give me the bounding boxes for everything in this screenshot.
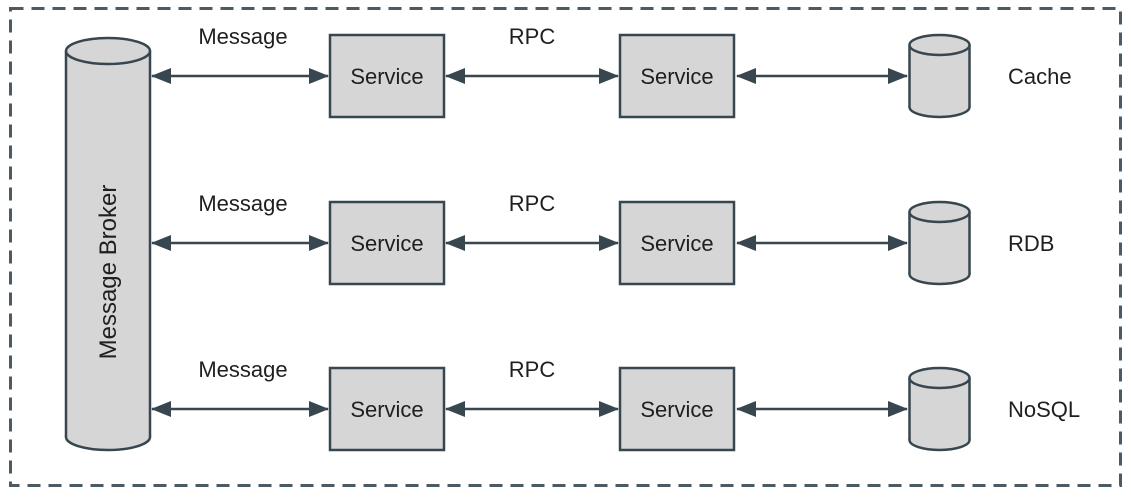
- broker-cylinder-sides: [64, 51, 152, 437]
- rpc-label: RPC: [509, 357, 556, 382]
- message-broker-cylinder: Message Broker: [64, 36, 152, 452]
- service-box: [618, 33, 736, 119]
- message-label: Message: [198, 24, 287, 49]
- db-cylinder-sides: [908, 212, 971, 274]
- rpc-label: RPC: [509, 191, 556, 216]
- system-boundary-dashed-border: [9, 7, 1122, 487]
- broker-cylinder-body: [66, 51, 150, 437]
- service-box: [618, 366, 736, 452]
- service-label: Service: [640, 231, 713, 256]
- db-cylinder-top: [908, 33, 971, 57]
- service-box: [328, 200, 446, 286]
- db-cylinder-top: [908, 200, 971, 224]
- row-cache: Message Service RPC Service Cache: [151, 24, 1072, 119]
- service-box: [328, 33, 446, 119]
- db-cylinder-nosql: [908, 366, 971, 452]
- db-cylinder-sides: [908, 45, 971, 107]
- broker-label: Message Broker: [95, 185, 122, 360]
- db-label: Cache: [1008, 64, 1072, 89]
- db-label: RDB: [1008, 231, 1054, 256]
- service-label: Service: [350, 64, 423, 89]
- db-cylinder-rdb: [908, 200, 971, 286]
- service-label: Service: [640, 397, 713, 422]
- row-nosql: Message Service RPC Service NoSQL: [151, 357, 1080, 452]
- db-label: NoSQL: [1008, 397, 1080, 422]
- service-label: Service: [350, 397, 423, 422]
- rpc-label: RPC: [509, 24, 556, 49]
- service-label: Service: [350, 231, 423, 256]
- message-label: Message: [198, 191, 287, 216]
- service-box: [328, 366, 446, 452]
- service-label: Service: [640, 64, 713, 89]
- row-rdb: Message Service RPC Service RDB: [151, 191, 1054, 286]
- db-cylinder-sides: [908, 378, 971, 440]
- db-cylinder-top: [908, 366, 971, 390]
- service-box: [618, 200, 736, 286]
- message-label: Message: [198, 357, 287, 382]
- broker-cylinder-top: [64, 36, 152, 66]
- db-cylinder-cache: [908, 33, 971, 119]
